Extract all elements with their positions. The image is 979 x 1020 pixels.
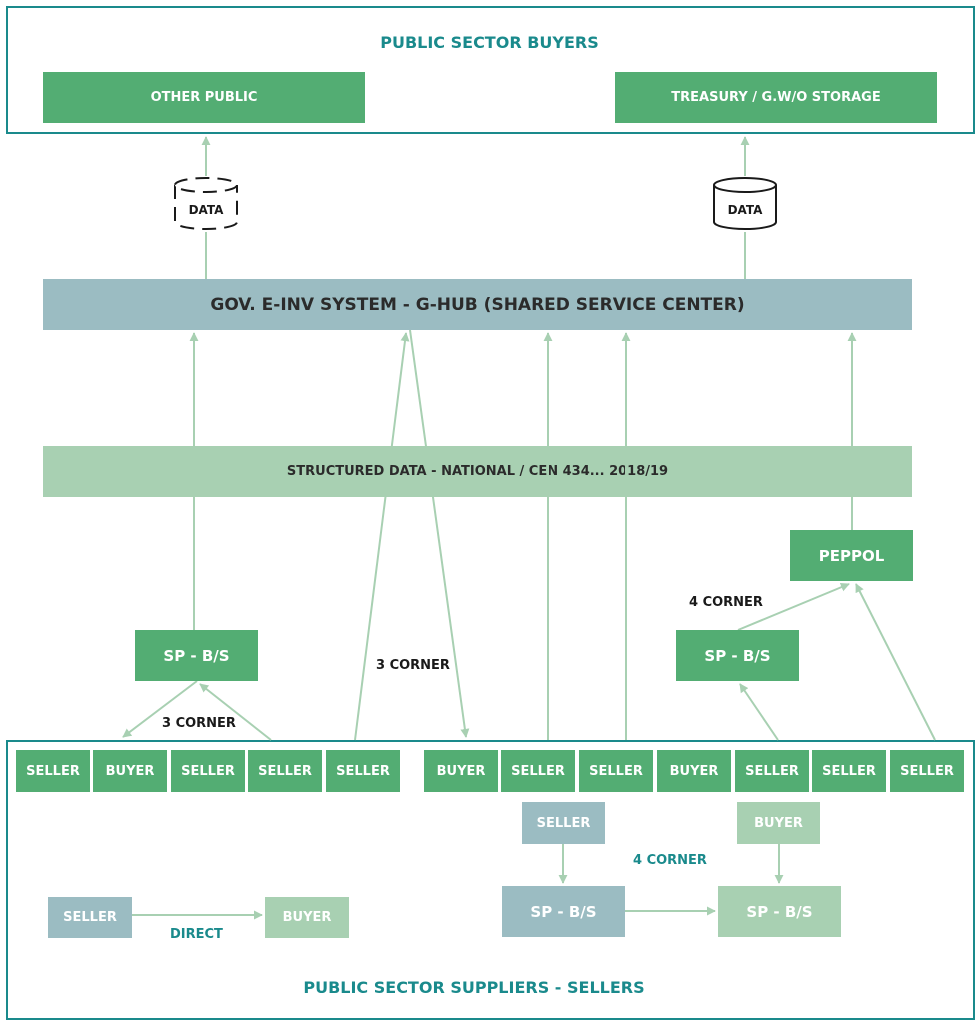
supplier-row-item: SELLER: [890, 750, 964, 792]
arrow-spbs-to-seller1: [122, 680, 198, 738]
g-hub-bar: GOV. E-INV SYSTEM - G-HUB (SHARED SERVIC…: [43, 279, 912, 330]
supplier-row-item: SELLER: [812, 750, 886, 792]
direct-seller-box: SELLER: [48, 897, 132, 938]
buyers-title: PUBLIC SECTOR BUYERS: [380, 33, 599, 52]
arrow-seller4-to-spbs: [199, 683, 272, 741]
label-4-corner-top: 4 CORNER: [689, 595, 763, 610]
arrow-spbs-right-to-peppol: [737, 582, 850, 631]
supplier-row-item: SELLER: [16, 750, 90, 792]
arrow-seller5-to-hub: [354, 332, 410, 741]
supplier-row-item: SELLER: [248, 750, 322, 792]
buyer-mid-box: BUYER: [737, 802, 820, 844]
data-label-right: DATA: [727, 203, 763, 217]
supplier-row-item: BUYER: [424, 750, 498, 792]
other-public-box: OTHER PUBLIC: [43, 72, 365, 123]
supplier-row-item: SELLER: [171, 750, 245, 792]
suppliers-title: PUBLIC SECTOR SUPPLIERS - SELLERS: [303, 978, 645, 997]
data-store-icon: [713, 177, 777, 230]
label-direct: DIRECT: [170, 927, 223, 942]
peppol-box: PEPPOL: [790, 530, 913, 581]
sp-bs-bottom-left-box: SP - B/S: [502, 886, 625, 937]
direct-buyer-box: BUYER: [265, 897, 349, 938]
supplier-row-item: SELLER: [326, 750, 400, 792]
seller-mid-box: SELLER: [522, 802, 605, 844]
supplier-row-item: BUYER: [657, 750, 731, 792]
structured-data-bar: STRUCTURED DATA - NATIONAL / CEN 434... …: [43, 446, 912, 497]
sp-bs-right-box: SP - B/S: [676, 630, 799, 681]
supplier-row-item: SELLER: [579, 750, 653, 792]
data-label-left: DATA: [188, 203, 224, 217]
arrow-seller10-to-spbs: [739, 683, 779, 741]
label-3-corner-mid: 3 CORNER: [376, 658, 450, 673]
supplier-row-item: SELLER: [735, 750, 809, 792]
label-3-corner-left: 3 CORNER: [162, 716, 236, 731]
buyers-frame: [6, 6, 975, 134]
supplier-row-item: BUYER: [93, 750, 167, 792]
data-store-dashed-icon: [174, 177, 238, 230]
treasury-box: TREASURY / G.W/O STORAGE: [615, 72, 937, 123]
supplier-row-item: SELLER: [501, 750, 575, 792]
arrow-seller12-to-peppol: [855, 583, 936, 741]
sp-bs-bottom-right-box: SP - B/S: [718, 886, 841, 937]
label-4-corner-bottom: 4 CORNER: [633, 853, 707, 868]
sp-bs-left-box: SP - B/S: [135, 630, 258, 681]
arrow-hub-to-buyer6: [409, 329, 470, 738]
